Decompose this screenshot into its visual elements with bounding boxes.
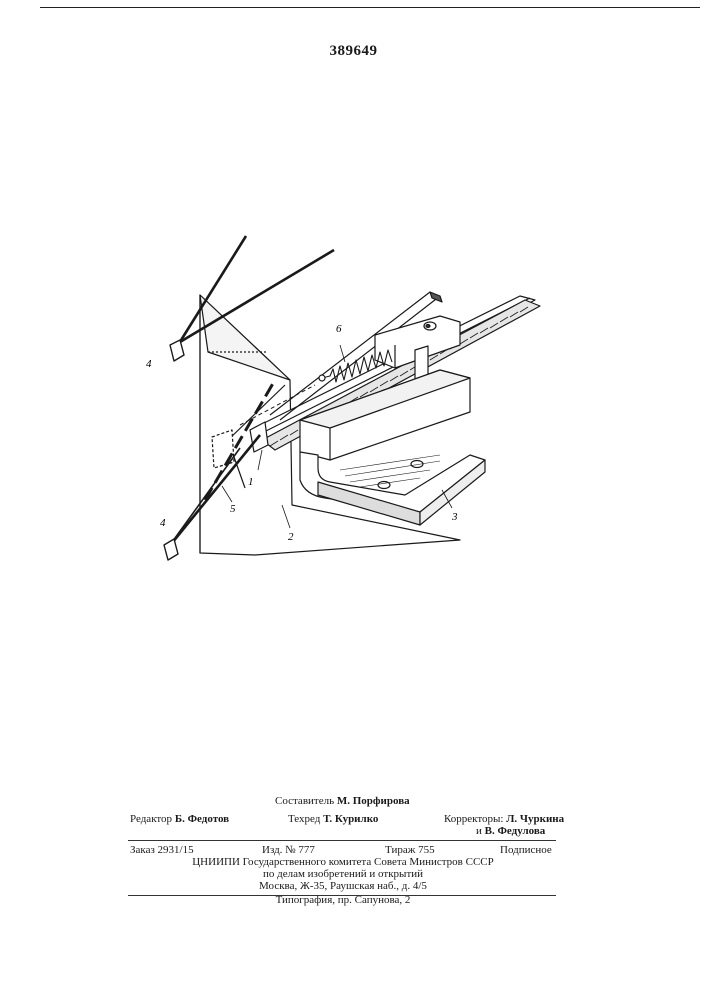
compiler-role: Составитель [275, 795, 334, 807]
editor-role: Редактор [130, 813, 172, 825]
techred-name: Т. Курилко [323, 813, 378, 825]
corrector-2-line: и В. Федулова [476, 825, 545, 838]
editor-name: Б. Федотов [175, 813, 229, 825]
editor-line: Редактор Б. Федотов [130, 813, 229, 826]
label-2: 2 [288, 531, 294, 543]
techred-line: Техред Т. Курилко [288, 813, 378, 826]
org-line-3: Москва, Ж-35, Раушская наб., д. 4/5 [130, 880, 556, 893]
techred-role: Техред [288, 813, 320, 825]
correctors-role: Корректоры: [444, 813, 503, 825]
label-4-upper: 4 [146, 358, 152, 370]
label-4-lower: 4 [160, 517, 166, 529]
light-source-upper [170, 340, 184, 361]
label-3: 3 [451, 511, 458, 523]
imprint-rule-top [128, 840, 556, 841]
light-ray-upper-2 [180, 250, 334, 342]
light-source-lower [164, 539, 178, 560]
label-5: 5 [230, 503, 236, 515]
label-6: 6 [336, 323, 342, 335]
printer-line: Типография, пр. Сапунова, 2 [130, 894, 556, 907]
corrector-2-name: В. Федулова [485, 825, 546, 837]
and-word: и [476, 825, 482, 837]
compiler-name: М. Порфирова [337, 795, 410, 807]
corrector-1-name: Л. Чуркина [506, 813, 564, 825]
compiler-line: Составитель М. Порфирова [275, 795, 410, 808]
label-1: 1 [248, 476, 254, 488]
